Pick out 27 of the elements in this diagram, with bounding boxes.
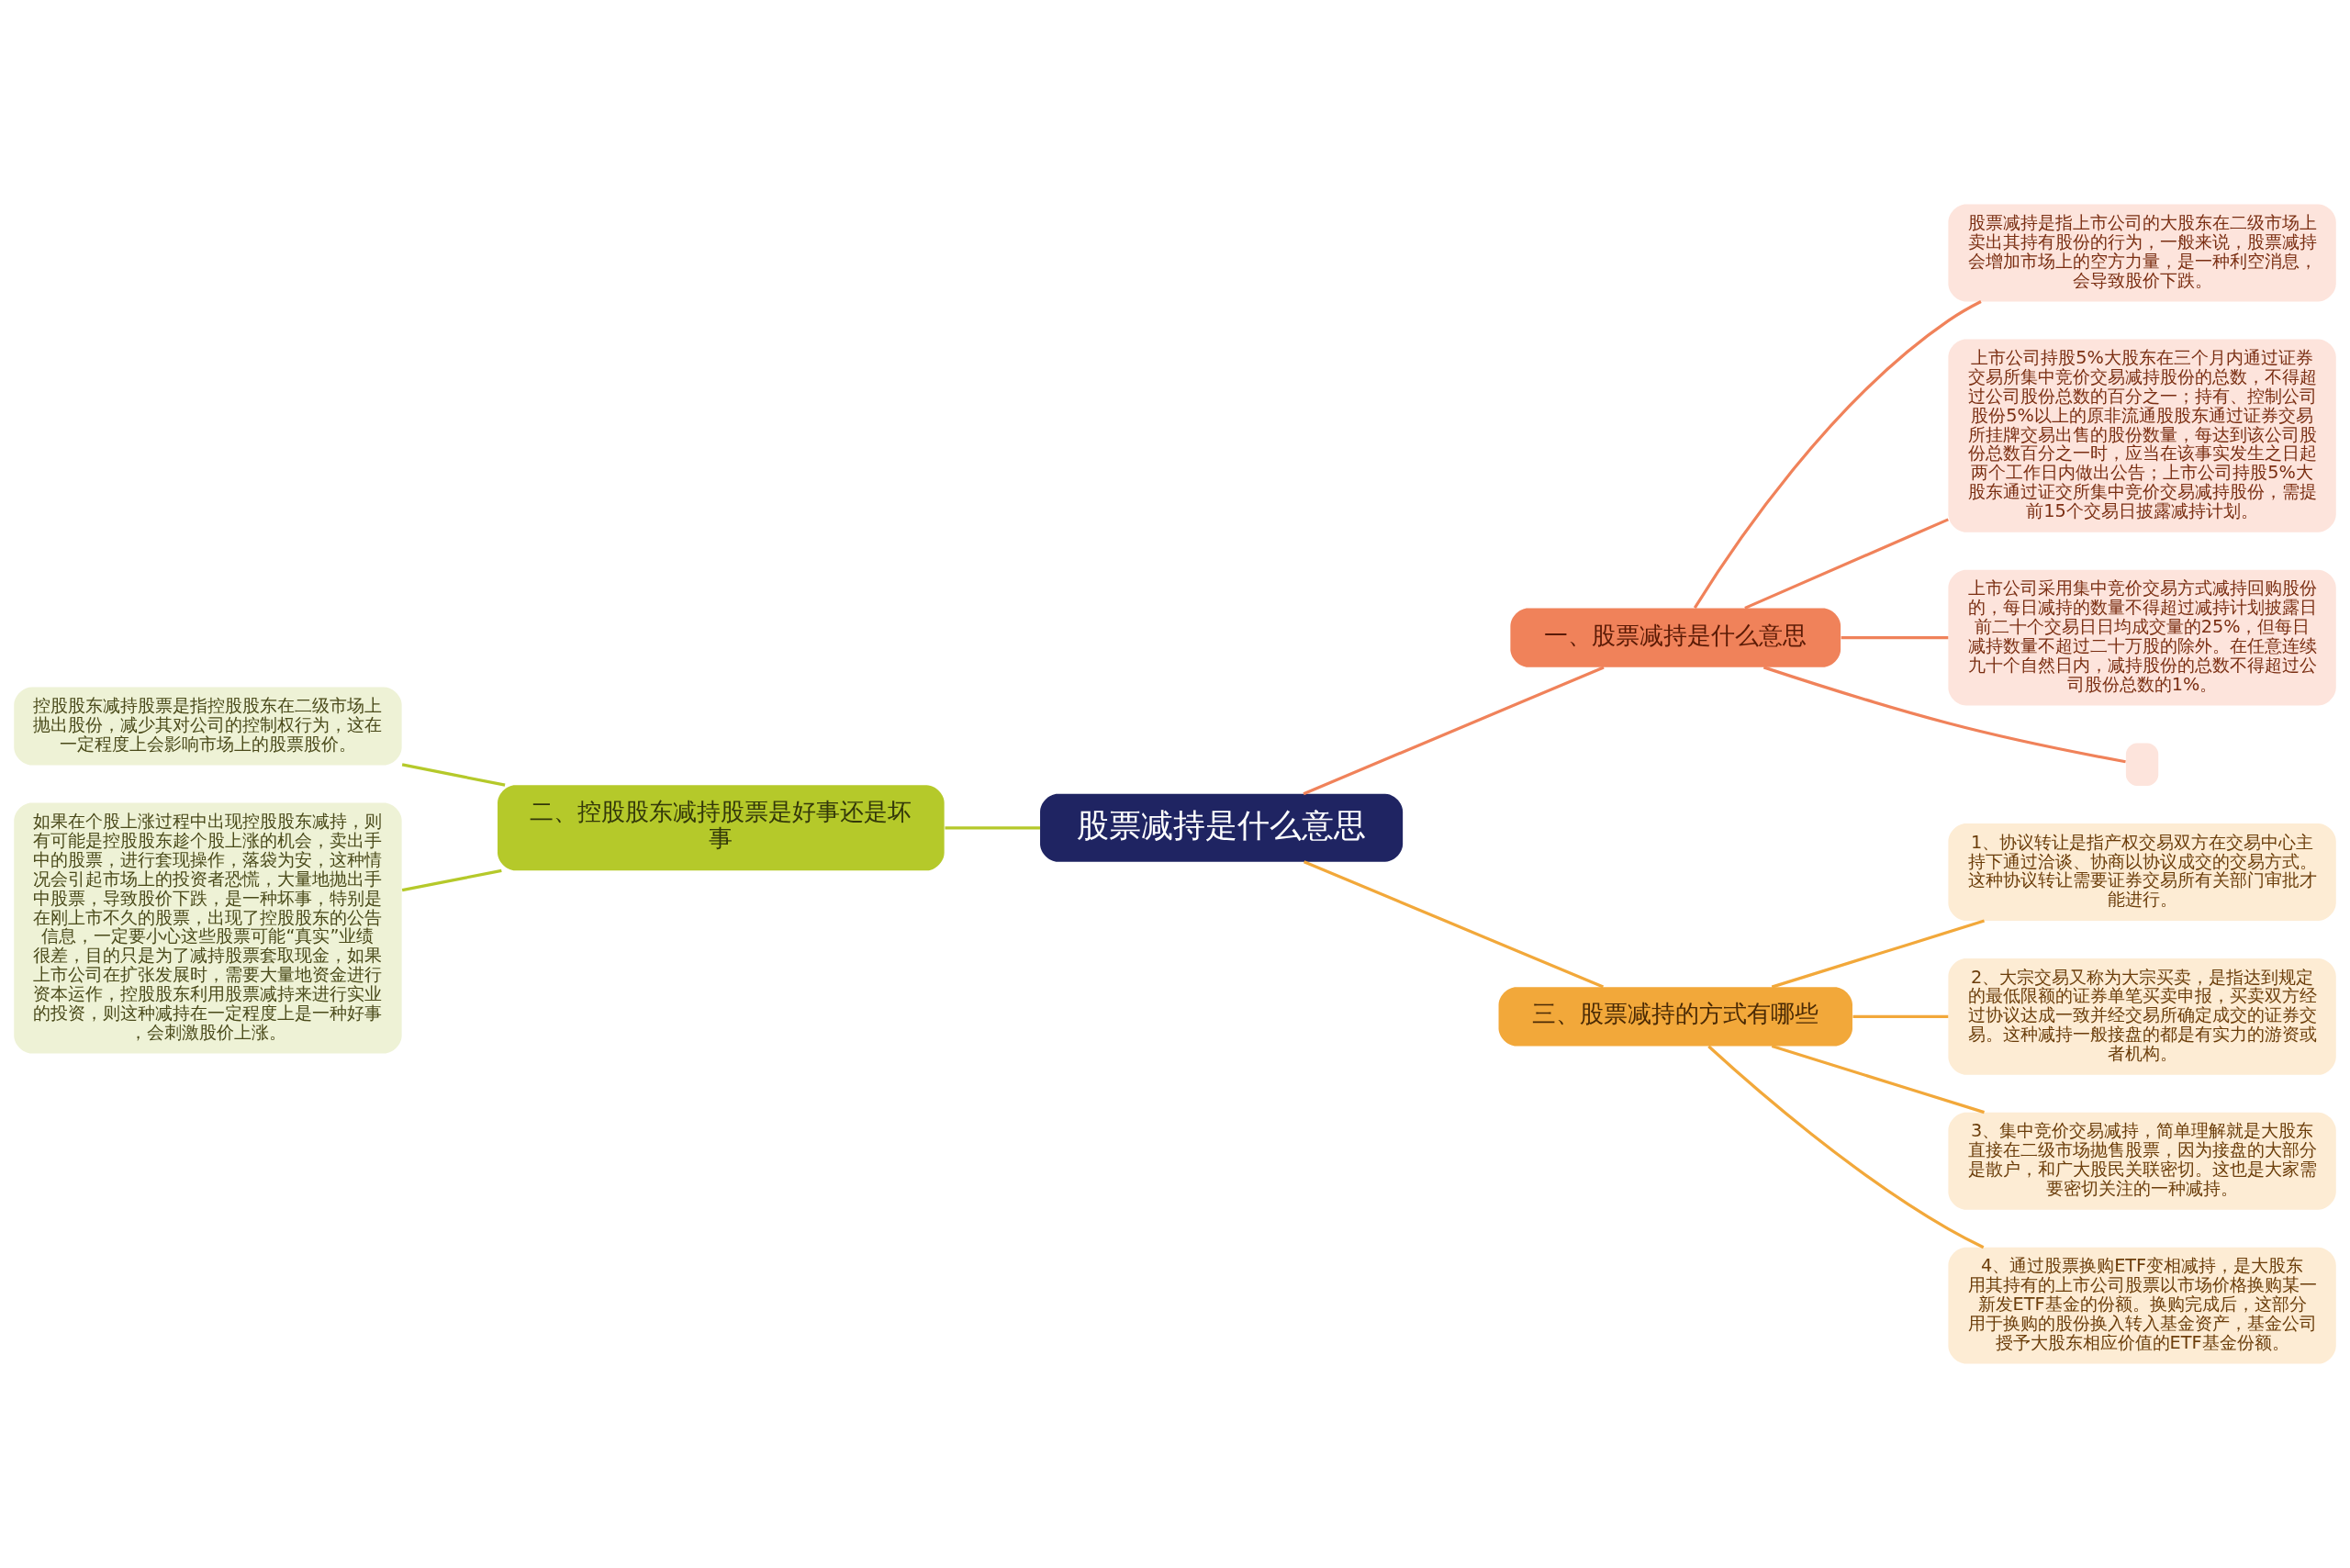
node-box: 上市公司持股5%大股东在三个月内通过证券交易所集中竞价交易减持股份的总数，不得超过公司股份总数的百分之一；持有、控制公司股份5%以上的原非流通股股东通过证券交易所挂牌交易出售的股份数量，每达到该公司股份总数百分之一时，应当在该事实发生之日起两个工作日内做出公告；上市公司持股5%大股东通过证交所集中竞价交易减持股份，需提前15个交易日披露减持计划。 — [1948, 339, 2336, 532]
connector — [1707, 1045, 1985, 1249]
connector — [1841, 636, 1949, 640]
node-box: 一、股票减持是什么意思 — [1510, 608, 1841, 667]
node-box: 1、协议转让是指产权交易双方在交易中心主持下通过洽谈、协商以协议成交的交易方式。这种协议转让需要证券交易所有关部门审批才能进行。 — [1948, 823, 2336, 921]
connector — [1693, 300, 1982, 609]
connector — [1304, 860, 1605, 989]
node-box: 股票减持是什么意思 — [1040, 793, 1404, 862]
node-box: 三、股票减持的方式有哪些 — [1498, 987, 1852, 1047]
node-box: 如果在个股上涨过程中出现控股股东减持，则有可能是控股股东趁个股上涨的机会，卖出手中的股票，进行套现操作，落袋为安，这种情况会引起市场上的投资者恐慌，大量地抛出手中股票，导致股价下跌，是一种坏事，特别是在刚上市不久的股票，出现了控股股东的公告信息，一定要小心这些股票可能“真实”业绩很差，目的只是为了减持股票套取现金，如果上市公司在扩张发展时，需要大量地资金进行资本运作，控股股东利用股票减持来进行实业的投资，则这种减持在一定程度上是一种好事，会刺激股价上涨。 — [14, 802, 402, 1054]
connector — [1771, 1045, 1985, 1114]
connector — [945, 826, 1041, 830]
connector — [1303, 666, 1605, 796]
node-box: 控股股东减持股票是指控股股东在二级市场上抛出股份，减少其对公司的控制权行为，这在一定程度上会影响市场上的股票股价。 — [14, 687, 402, 766]
node-box — [2125, 743, 2159, 786]
node-box: 2、大宗交易又称为大宗买卖，是指达到规定的最低限额的证券单笔买卖申报，买卖双方经过协议达成一致并经交易所确定成交的证券交易。这种减持一般接盘的都是有实力的游资或者机构。 — [1948, 958, 2336, 1075]
connector — [1744, 518, 1949, 610]
node-box: 上市公司采用集中竞价交易方式减持回购股份的，每日减持的数量不得超过减持计划披露日前二十个交易日日均成交量的25%，但每日减持数量不超过二十万股的除外。在任意连续九十个自然日内，减持股份的总数不得超过公司股份总数的1%。 — [1948, 569, 2336, 706]
connector — [401, 763, 506, 787]
connector — [1852, 1014, 1949, 1018]
node-box: 二、控股股东减持股票是好事还是坏事 — [498, 785, 945, 871]
connector — [1762, 666, 2126, 764]
node-box: 股票减持是指上市公司的大股东在二级市场上卖出其持有股份的行为，一般来说，股票减持会增加市场上的空方力量，是一种利空消息，会导致股价下跌。 — [1948, 204, 2336, 302]
node-box: 3、集中竞价交易减持，简单理解就是大股东直接在二级市场抛售股票，因为接盘的大部分是散户，和广大股民关联密切。这也是大家需要密切关注的一种减持。 — [1948, 1112, 2336, 1210]
connector — [401, 868, 502, 892]
connector — [1771, 919, 1985, 989]
node-box: 4、通过股票换购ETF变相减持，是大股东用其持有的上市公司股票以市场价格换购某一新发ETF基金的份额。换购完成后，这部分用于换购的股份换入转入基金资产，基金公司授予大股东相应价值的ETF基金份额。 — [1948, 1247, 2336, 1364]
